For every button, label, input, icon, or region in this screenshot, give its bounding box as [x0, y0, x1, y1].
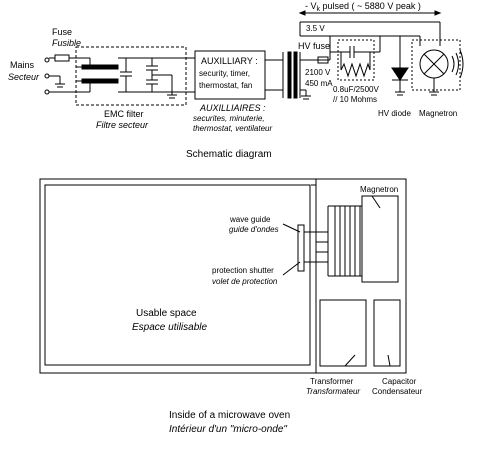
- mains-wiring: [49, 57, 91, 93]
- vk-suffix: pulsed ( ~ 5880 V peak ): [320, 1, 421, 11]
- waveguide-label: wave guide: [229, 215, 271, 224]
- capacitor-box: [373, 299, 401, 367]
- callout-lines: [282, 195, 391, 367]
- mains-terminals: [44, 57, 50, 95]
- mains-label: Mains: [10, 60, 35, 70]
- emc-label-fr: Filtre secteur: [96, 120, 149, 130]
- hv-diode-symbol: [391, 36, 409, 96]
- usable-space-label-fr: Espace utilisable: [132, 322, 207, 333]
- vk-arrow: [298, 10, 442, 16]
- capacitor-label-fr: Condensateur: [372, 387, 423, 396]
- aux-box-line2: security, timer,: [199, 69, 250, 78]
- oven-outer-frame: [39, 178, 407, 374]
- ma450-label: 450 mA: [305, 79, 333, 88]
- transformer-label: Transformer: [310, 377, 354, 386]
- magnetron-label: Magnetron: [419, 109, 457, 118]
- schematic-title: Schematic diagram: [186, 149, 272, 160]
- magnetron-body: [327, 195, 399, 283]
- hv-wiring: [300, 35, 400, 100]
- hv-diode-label: HV diode: [378, 109, 411, 118]
- magnetron-box: [411, 39, 461, 91]
- res-value-label: // 10 Mohms: [333, 95, 377, 104]
- oven-caption: Inside of a microwave oven: [169, 410, 290, 421]
- emc-filter-box: [75, 46, 187, 106]
- hv-fuse-label: HV fuse: [298, 41, 330, 51]
- transformer-label-fr: Transformateur: [306, 387, 360, 396]
- waveguide: [297, 224, 329, 272]
- emc-label: EMC filter: [104, 109, 144, 119]
- fuse-label: Fuse: [52, 27, 72, 37]
- schematic: [44, 10, 464, 106]
- mains-label-fr: Secteur: [8, 72, 40, 82]
- aux-fr-line1: AUXILLIAIRES :: [199, 103, 266, 113]
- aux-box-line1: AUXILLIARY :: [201, 56, 258, 66]
- auxiliary-box: [194, 50, 266, 100]
- microwave-waves-icon: [451, 49, 464, 79]
- aux-fr-line2: securites, minuterie,: [193, 114, 265, 123]
- fuse-label-fr: Fusible: [52, 38, 81, 48]
- aux-fr-line3: thermostat, ventilateur: [193, 124, 272, 133]
- hv-capacitor: [330, 36, 381, 78]
- v35-label: 3.5 V: [306, 24, 325, 33]
- cap-value-label: 0.8uF/2500V: [333, 85, 379, 94]
- aux-box-line3: thermostat, fan: [199, 81, 252, 90]
- vk-prefix: - V: [305, 1, 317, 11]
- vk-label: - Vk pulsed ( ~ 5880 V peak ): [305, 1, 421, 13]
- emc-choke: [76, 64, 119, 84]
- oven: [39, 178, 407, 374]
- emc-capacitors: [118, 57, 186, 99]
- usable-space-label: Usable space: [136, 308, 197, 319]
- oven-caption-fr: Intérieur d'un "micro-onde": [169, 424, 287, 435]
- transformer-box: [319, 299, 367, 367]
- oven-magnetron-label: Magnetron: [360, 185, 398, 194]
- capacitor-label: Capacitor: [382, 377, 417, 386]
- magnetron-symbol: [419, 49, 449, 96]
- hv-capacitor-box: [337, 39, 375, 81]
- shutter-label: protection shutter: [212, 266, 274, 275]
- shutter-label-fr: volet de protection: [212, 277, 278, 286]
- waveguide-label-fr: guide d'ondes: [229, 225, 279, 234]
- fuse-symbol: [54, 54, 70, 62]
- transformer-symbol: [282, 51, 301, 99]
- vk-sub: k: [317, 6, 321, 13]
- v2100-label: 2100 V: [305, 68, 331, 77]
- usable-space-box: [44, 184, 311, 366]
